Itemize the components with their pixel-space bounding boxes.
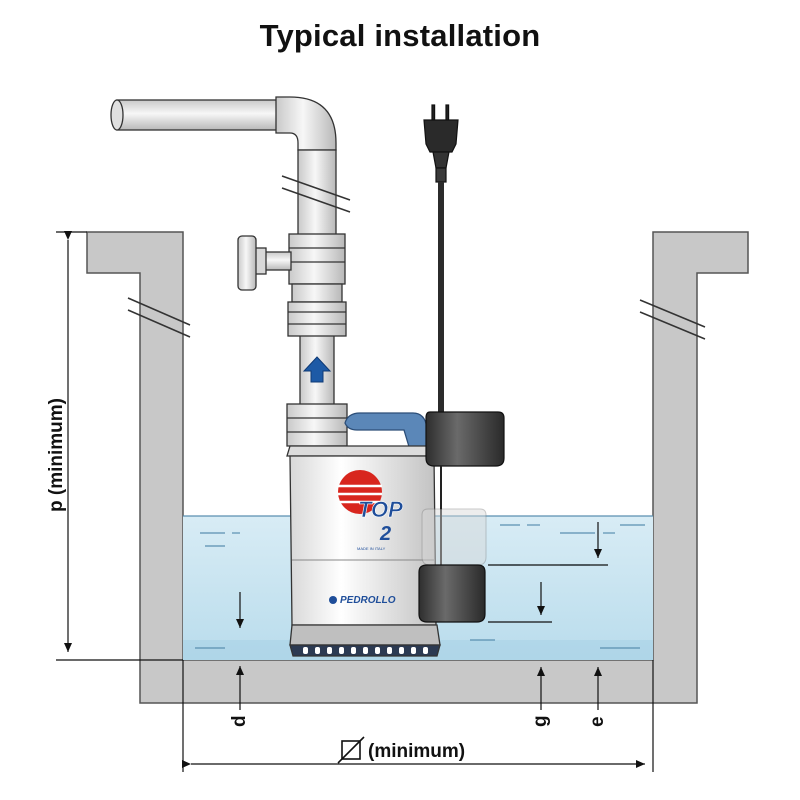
pump-logo: TOP 2 MADE IN ITALY PEDROLLO: [329, 470, 403, 606]
diagram-title: Typical installation: [259, 18, 541, 53]
submersible-pump: [286, 412, 441, 657]
pump-subtext: MADE IN ITALY: [357, 546, 386, 551]
flow-arrow-icon: [302, 356, 332, 383]
diameter-square-symbol: [337, 736, 365, 764]
label-width-minimum: (minimum): [368, 741, 465, 762]
pump-model-number: 2: [379, 523, 391, 545]
label-d: d: [229, 715, 250, 727]
wall-break-left: [127, 297, 191, 338]
power-plug-icon: [423, 104, 459, 183]
dimension-lines: [56, 231, 654, 772]
valve-handle-icon: [237, 235, 292, 291]
pump-manufacturer: PEDROLLO: [340, 595, 396, 606]
label-p-minimum: p (minimum): [46, 398, 67, 512]
pump-brand-logo: TOP: [358, 497, 403, 522]
wall-break-right: [639, 299, 706, 340]
label-e: e: [587, 716, 608, 727]
float-switch-icon: [418, 104, 505, 623]
label-g: g: [530, 715, 551, 727]
discharge-pipe: [110, 96, 351, 447]
